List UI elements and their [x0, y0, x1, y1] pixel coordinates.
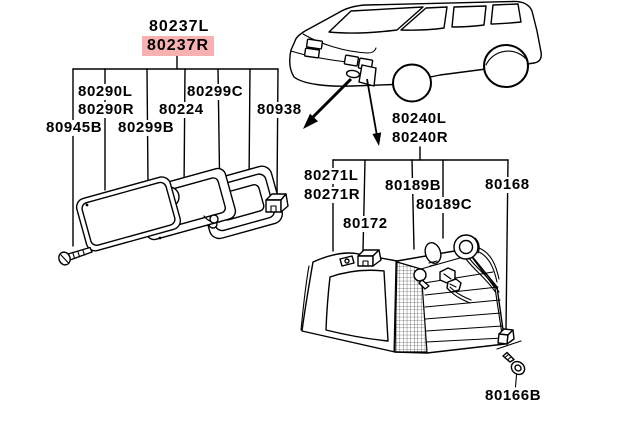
part-label-80290L[interactable]: 80290L — [77, 83, 134, 100]
part-label-80237L[interactable]: 80237L — [148, 18, 211, 35]
part-label-80172[interactable]: 80172 — [342, 215, 389, 232]
van-bumper-lamp — [344, 55, 358, 66]
socket-80189c-drawing — [454, 235, 479, 259]
clip-lower-drawing — [497, 329, 521, 349]
van-rear-wheel — [484, 45, 528, 87]
part-label-80240L[interactable]: 80240L — [391, 110, 448, 127]
screw-80945b-drawing — [57, 248, 92, 267]
part-label-80168[interactable]: 80168 — [484, 176, 531, 193]
part-label-80166B[interactable]: 80166B — [484, 387, 543, 404]
corner-lens-ribs — [424, 272, 503, 342]
clip-80938-drawing — [266, 194, 288, 212]
clip-80172-drawing — [358, 250, 381, 266]
van-windshield — [329, 7, 423, 33]
part-label-80189B[interactable]: 80189B — [384, 177, 443, 194]
part-label-80271R[interactable]: 80271R — [303, 186, 362, 203]
part-label-80945B[interactable]: 80945B — [45, 119, 104, 136]
part-label-80224[interactable]: 80224 — [158, 101, 205, 118]
part-label-80271L[interactable]: 80271L — [303, 167, 360, 184]
part-label-80240R[interactable]: 80240R — [391, 129, 450, 146]
van-front-wheel — [393, 65, 431, 102]
headlamp-opening — [326, 270, 388, 341]
lamp-lens-drawing — [75, 175, 183, 253]
part-label-80938[interactable]: 80938 — [256, 101, 303, 118]
front-lamp-exploded-drawing — [57, 164, 288, 267]
part-label-80299B[interactable]: 80299B — [117, 119, 176, 136]
screw-80166b-drawing — [503, 353, 527, 388]
van-illustration — [290, 1, 541, 101]
harness-80168-drawing — [449, 248, 499, 303]
part-label-80299C[interactable]: 80299C — [186, 83, 245, 100]
part-label-80189C[interactable]: 80189C — [415, 196, 474, 213]
part-label-80237R-highlighted[interactable]: 80237R — [142, 36, 215, 56]
arrow-to-front-lamp — [303, 79, 351, 129]
bulb-80189b-drawing — [423, 241, 444, 266]
arrow-to-corner-lamp — [367, 79, 382, 146]
corner-lamp-drawing — [301, 235, 527, 387]
part-label-80290R[interactable]: 80290R — [77, 101, 136, 118]
